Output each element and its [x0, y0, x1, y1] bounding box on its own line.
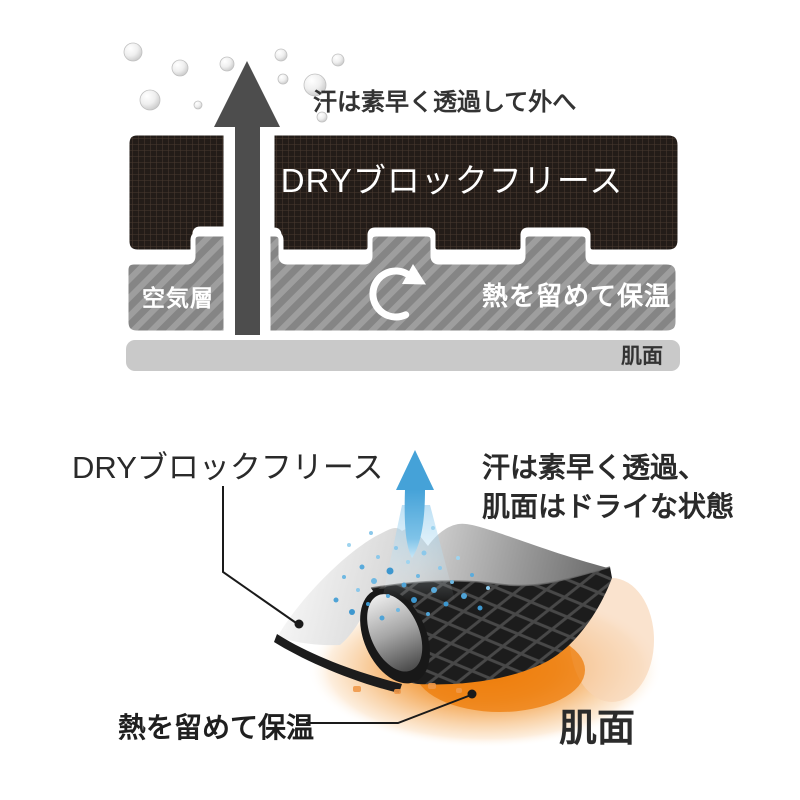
fleece-layer-label: DRYブロックフリース — [281, 162, 623, 199]
skin-surface-bar — [126, 340, 680, 371]
fleece-layer-left-block — [124, 130, 229, 255]
sweat-evaporation-arrow-icon — [396, 450, 434, 558]
sweat-spray-cone — [382, 505, 455, 600]
air-layer-label: 空気層 — [142, 285, 214, 311]
fleece-layer — [124, 130, 683, 255]
sweat-note-line1: 汗は素早く透過、 — [482, 452, 706, 483]
air-layer-left-block — [123, 231, 229, 336]
air-layer-right-block — [265, 231, 681, 336]
heat-specks — [353, 683, 462, 694]
fleece-callout-line — [222, 486, 304, 629]
heat-circulation-icon — [369, 264, 426, 321]
top-cross-section-diagram: 汗は素早く透過して外へ DRYブロックフリース 空気層 熱を留めて保温 肌面 — [123, 42, 683, 371]
sweat-up-arrow-icon — [214, 61, 280, 335]
sweat-note-label: 汗は素早く透過して外へ — [313, 88, 576, 116]
sweat-note-line2: 肌面はドライな状態 — [482, 490, 734, 522]
heat-callout-line — [306, 689, 477, 724]
bottom-fabric-illustration: DRYブロックフリース 汗は素早く透過、 肌面はドライな状態 熱を留めて保温 肌… — [72, 450, 734, 750]
fleece-layer-right-block — [269, 130, 683, 255]
fleece-material-label: DRYブロックフリース — [72, 450, 383, 485]
skin-surface-label: 肌面 — [621, 345, 663, 368]
heat-note-label: 熱を留めて保温 — [118, 712, 314, 743]
air-layer — [123, 231, 681, 336]
skin-surface-label: 肌面 — [559, 708, 635, 750]
fabric-flap-edge — [274, 634, 402, 693]
fabric-roll-opening — [360, 588, 430, 684]
heat-note-label: 熱を留めて保温 — [482, 281, 671, 311]
